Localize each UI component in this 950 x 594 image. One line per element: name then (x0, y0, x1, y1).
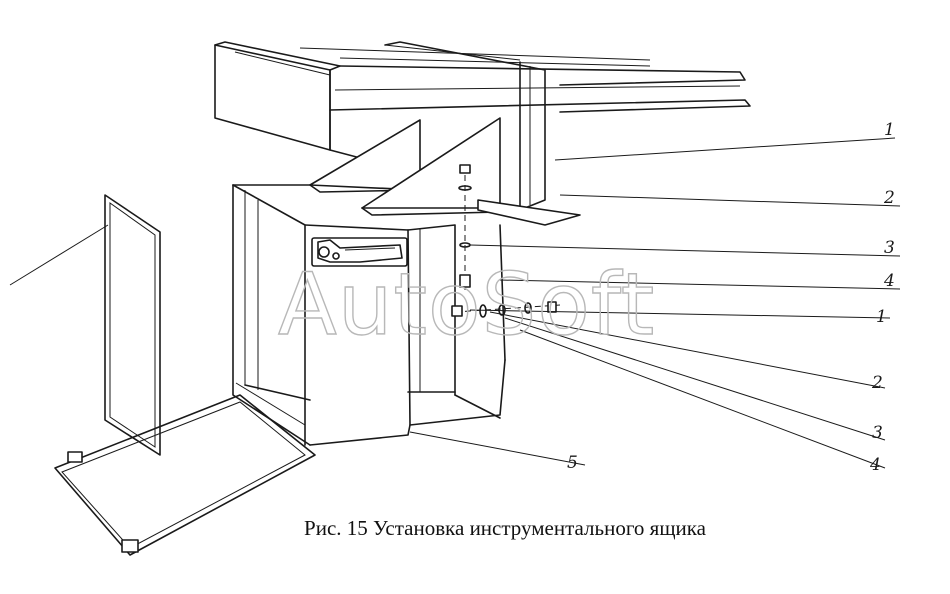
figure-caption: Рис. 15 Установка инструментального ящик… (304, 516, 706, 540)
callout-2-lower: 2 (871, 373, 883, 393)
callout-4-lower: 4 (869, 455, 881, 475)
callout-5: 5 (567, 453, 578, 473)
fasteners (451, 164, 561, 318)
callout-1-lower: 1 (876, 307, 887, 327)
callout-1-upper: 1 (884, 120, 895, 140)
mounting-brackets (309, 117, 581, 226)
callout-3-lower: 3 (872, 423, 883, 443)
callout-4-upper: 4 (883, 271, 895, 291)
tool-box-body (232, 184, 506, 446)
tool-box-door (54, 194, 316, 556)
lock-icon (311, 237, 408, 267)
watermark: AutoSoft (278, 255, 655, 355)
frame-rails (214, 41, 751, 211)
callout-2-upper: 2 (883, 188, 895, 208)
callout-3-upper: 3 (884, 238, 895, 258)
leader-lines (9, 137, 901, 469)
